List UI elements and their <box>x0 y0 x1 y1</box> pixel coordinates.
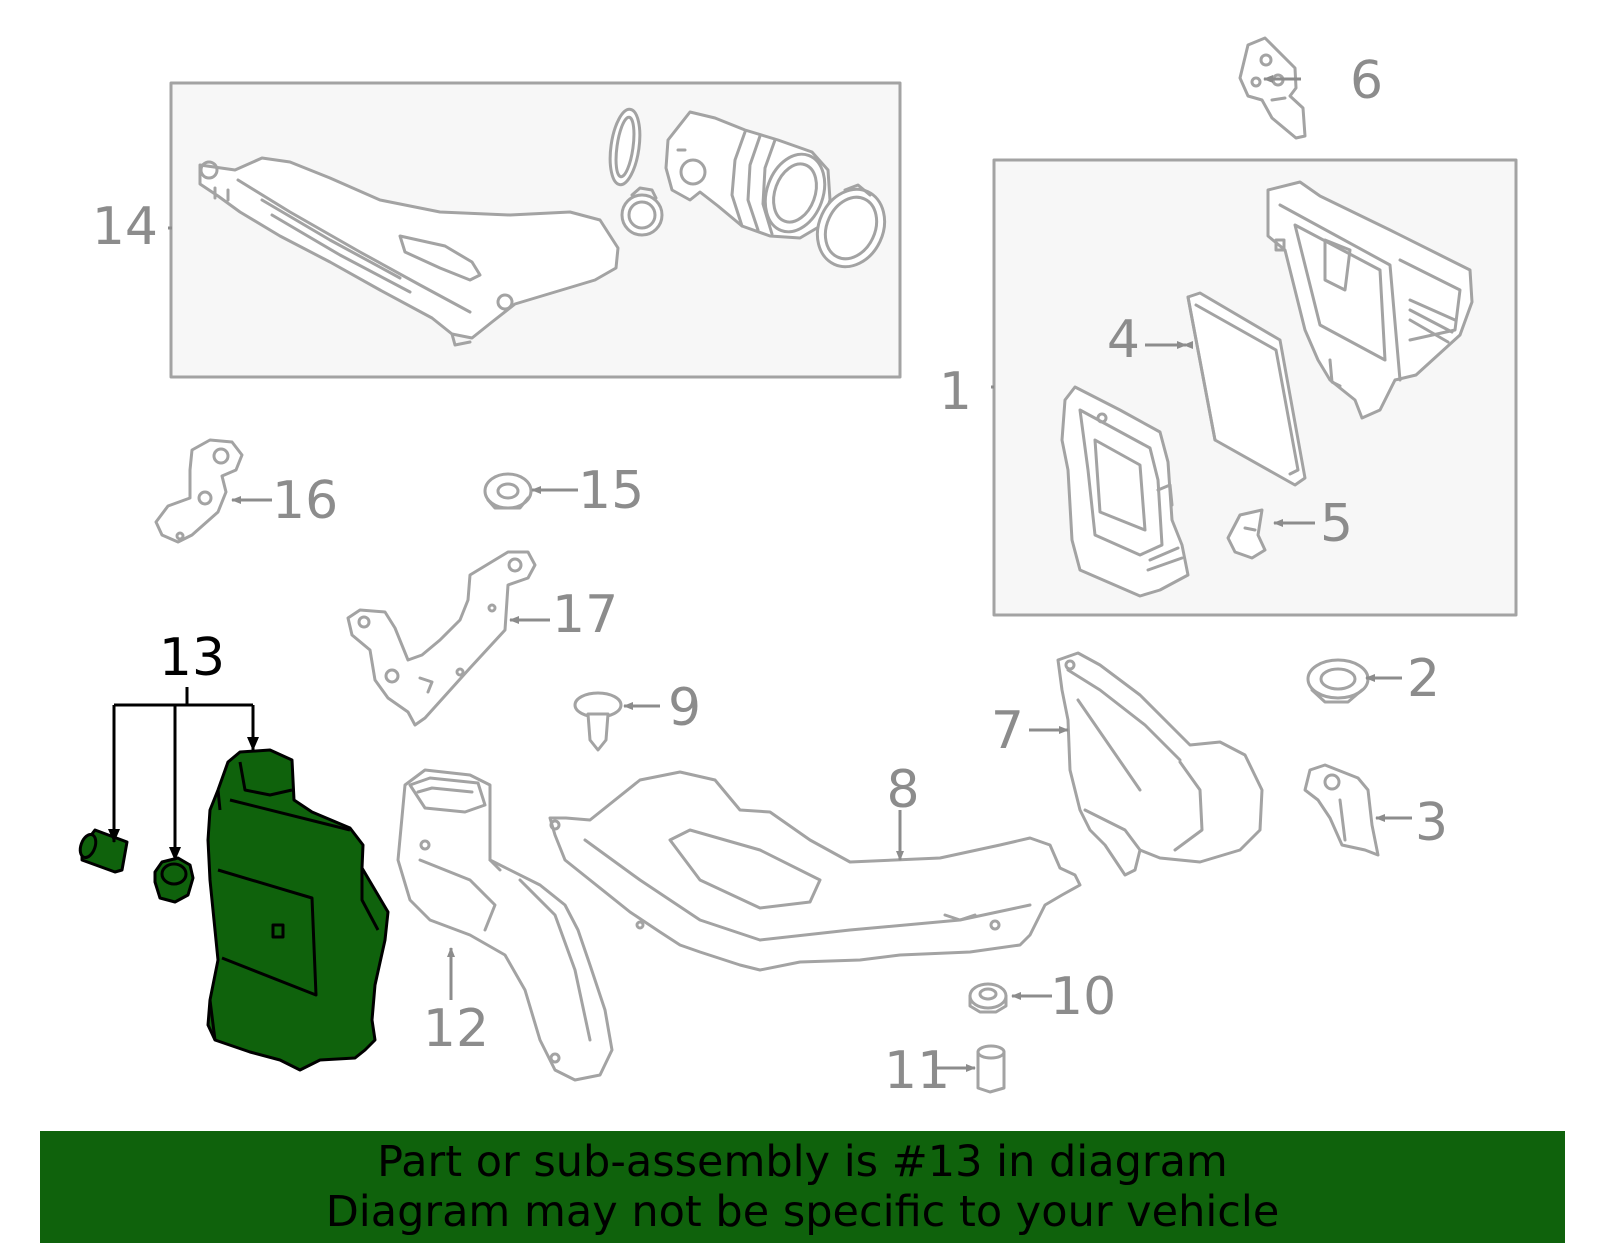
part-16-bracket <box>154 438 244 544</box>
callout-13-bracket <box>108 687 259 861</box>
callout-6: 6 <box>1350 51 1383 111</box>
intake-elbow-tube <box>664 110 832 240</box>
callout-1: 1 <box>939 362 972 422</box>
callout-9: 9 <box>668 678 701 738</box>
part-13-sleeve <box>78 828 129 874</box>
callout-4: 4 <box>1107 310 1140 370</box>
part-1-air-box-housing <box>1266 180 1474 420</box>
clamp-band <box>620 186 664 237</box>
clamp-small <box>608 107 642 187</box>
part-8-main-duct <box>548 770 1082 972</box>
part-4-air-filter <box>1186 291 1307 487</box>
part-9-push-pin <box>573 691 623 752</box>
part-5-clip <box>1226 508 1267 560</box>
part-12-duct <box>396 768 614 1082</box>
part-3-bracket <box>1303 763 1380 857</box>
callout-16: 16 <box>272 471 338 531</box>
banner-line-1: Part or sub-assembly is #13 in diagram <box>377 1137 1228 1187</box>
callout-13: 13 <box>159 628 225 688</box>
parts-diagram: 1 2 3 4 5 6 7 8 9 10 11 12 14 15 16 17 1… <box>78 36 1518 1101</box>
callout-15: 15 <box>578 461 644 521</box>
callout-labels: 1 2 3 4 5 6 7 8 9 10 11 12 14 15 16 17 1… <box>92 51 1448 1101</box>
part-13-air-guide <box>206 748 390 1072</box>
part-6-bracket <box>1238 36 1307 140</box>
callout-5: 5 <box>1320 494 1353 554</box>
callout-2: 2 <box>1407 649 1440 709</box>
callout-17: 17 <box>552 585 618 645</box>
callout-11: 11 <box>884 1041 950 1101</box>
info-banner: Part or sub-assembly is #13 in diagram D… <box>40 1131 1565 1243</box>
callout-3: 3 <box>1415 793 1448 853</box>
part-7-resonator-duct <box>1056 651 1264 877</box>
part-2-grommet <box>1306 658 1370 704</box>
banner-line-2: Diagram may not be specific to your vehi… <box>325 1187 1280 1237</box>
part-13-grommet <box>153 856 195 904</box>
part-17-bracket <box>346 550 537 727</box>
part-11-sleeve <box>976 1044 1006 1094</box>
part-10-grommet <box>968 982 1008 1014</box>
callout-8: 8 <box>886 760 919 820</box>
clamp-large <box>815 183 887 269</box>
leader-lines <box>168 75 1412 1072</box>
callout-10: 10 <box>1050 967 1116 1027</box>
part-1-air-box-cover <box>1060 385 1190 598</box>
part-13-highlighted <box>78 748 390 1072</box>
part-14-intake-duct <box>198 156 620 347</box>
callout-12: 12 <box>423 999 489 1059</box>
callout-7: 7 <box>991 701 1024 761</box>
part-15-grommet <box>483 472 533 510</box>
callout-14: 14 <box>92 197 158 257</box>
